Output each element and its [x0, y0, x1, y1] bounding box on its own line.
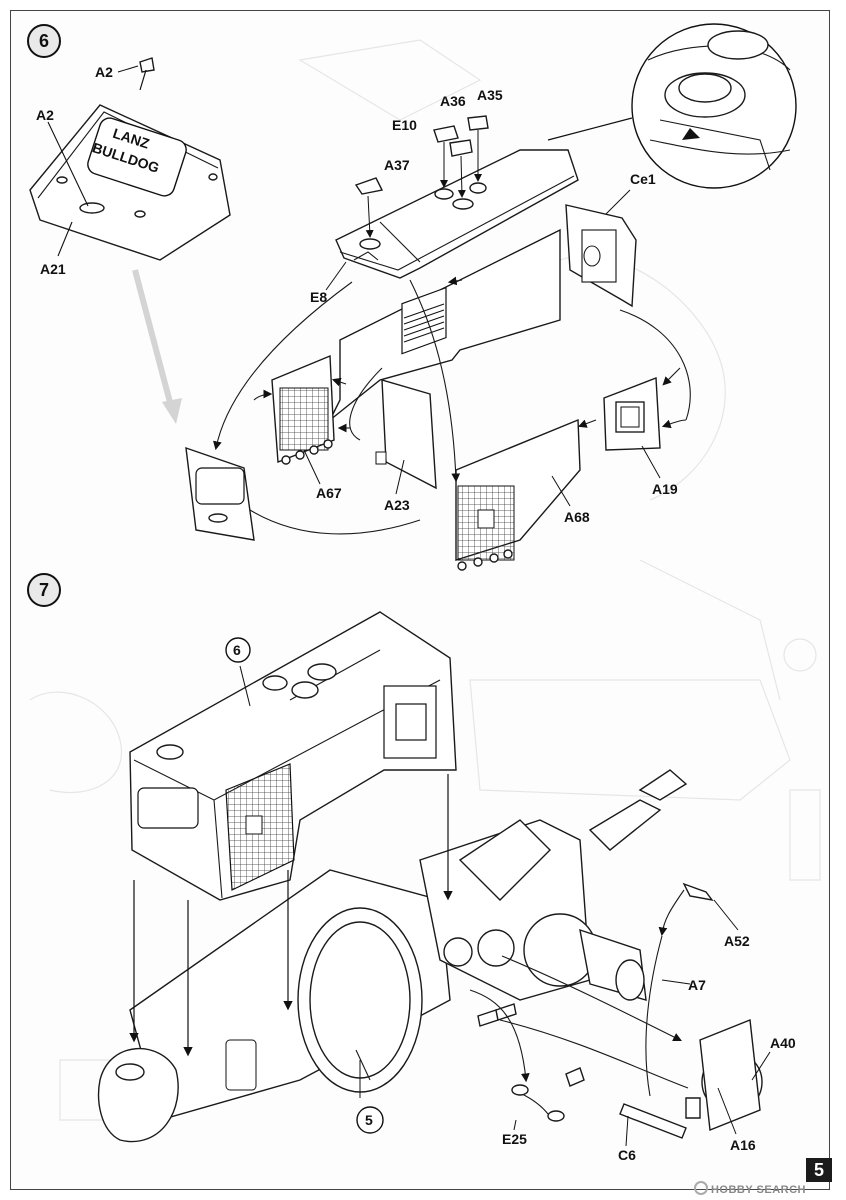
- step7-assembly: [97, 611, 763, 1143]
- callout-a67: A67: [316, 485, 342, 501]
- direction-arrow: [132, 269, 175, 411]
- part-a67-frame: [271, 354, 335, 465]
- callout-a23: A23: [384, 497, 410, 513]
- watermark-icon: [693, 1181, 708, 1195]
- step6-leader-lines: [213, 276, 691, 535]
- callout-a68: A68: [564, 509, 590, 525]
- detail-magnifier: [631, 23, 797, 189]
- callout-ce1: Ce1: [630, 171, 656, 187]
- part-e8-hood-top: [335, 149, 579, 279]
- step6-callouts: A2 A2 A21 A36 A35 E10 A37 Ce1 E8 A67 A23…: [36, 64, 678, 525]
- watermark-text: HOBBY SEARCH: [710, 1184, 806, 1196]
- callout-sub6: 6: [233, 642, 241, 658]
- part-front-assembled-panel: [185, 446, 255, 541]
- part-side-body: [329, 228, 561, 421]
- callout-a21: A21: [40, 261, 66, 277]
- part-a68-grille: [455, 418, 581, 571]
- part-a21-front-panel: LANZ BULLDOG: [29, 104, 231, 261]
- callout-a16: A16: [730, 1137, 756, 1153]
- part-a2-pin: [139, 57, 155, 91]
- part-ce1-rear-panel: [565, 204, 637, 308]
- callout-a19: A19: [652, 481, 678, 497]
- callout-a2-top: A2: [95, 64, 113, 80]
- callout-e8: E8: [310, 289, 327, 305]
- part-a23-door: [375, 379, 437, 490]
- step-number-6: 6: [27, 24, 61, 58]
- callout-c6: C6: [618, 1147, 636, 1163]
- watermark: HOBBY SEARCH: [693, 1181, 806, 1196]
- step7-callouts: 6 5 A52 A7 A40 A16 E25 C6: [225, 637, 796, 1163]
- callout-a40: A40: [770, 1035, 796, 1051]
- callout-sub5: 5: [365, 1112, 373, 1128]
- callout-a35: A35: [477, 87, 503, 103]
- callout-e10: E10: [392, 117, 417, 133]
- callout-a36: A36: [440, 93, 466, 109]
- callout-a7: A7: [688, 977, 706, 993]
- step-number-7: 7: [27, 573, 61, 607]
- callout-a2-left: A2: [36, 107, 54, 123]
- part-a19-plate: [603, 377, 661, 451]
- callout-a52: A52: [724, 933, 750, 949]
- callout-a37: A37: [384, 157, 410, 173]
- step7-leader-lines: [129, 665, 771, 1147]
- page-number: 5: [806, 1158, 832, 1182]
- caps-group: [354, 115, 489, 195]
- callout-e25: E25: [502, 1131, 527, 1147]
